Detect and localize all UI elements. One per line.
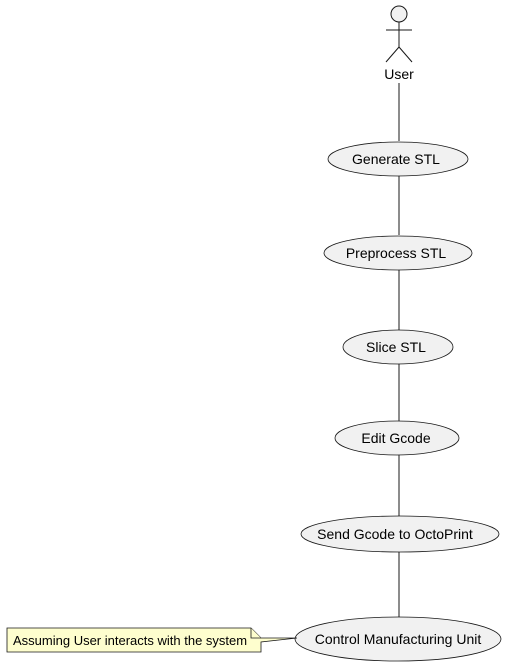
- actor-right-leg: [398, 46, 413, 63]
- actor-user[interactable]: [385, 5, 413, 63]
- use-case-label: Edit Gcode: [361, 430, 430, 446]
- actor-label: User: [384, 66, 414, 82]
- note: Assuming User interacts with the system: [6, 627, 298, 653]
- use-case-send-gcode[interactable]: Send Gcode to OctoPrint: [300, 515, 500, 553]
- use-case-label: Generate STL: [352, 151, 440, 167]
- use-case-label: Slice STL: [366, 339, 426, 355]
- use-case-generate-stl[interactable]: Generate STL: [327, 141, 469, 177]
- use-case-label: Control Manufacturing Unit: [315, 631, 482, 647]
- use-case-slice-stl[interactable]: Slice STL: [342, 329, 454, 365]
- actor-left-leg: [385, 46, 400, 63]
- actor-head: [390, 5, 408, 23]
- use-case-preprocess-stl[interactable]: Preprocess STL: [323, 235, 473, 271]
- note-text: Assuming User interacts with the system: [13, 633, 247, 648]
- use-case-control-manufacturing[interactable]: Control Manufacturing Unit: [294, 616, 502, 662]
- use-case-label: Send Gcode to OctoPrint: [317, 526, 473, 542]
- use-case-label: Preprocess STL: [346, 245, 447, 261]
- use-case-edit-gcode[interactable]: Edit Gcode: [334, 420, 460, 456]
- note-fold: [250, 628, 261, 639]
